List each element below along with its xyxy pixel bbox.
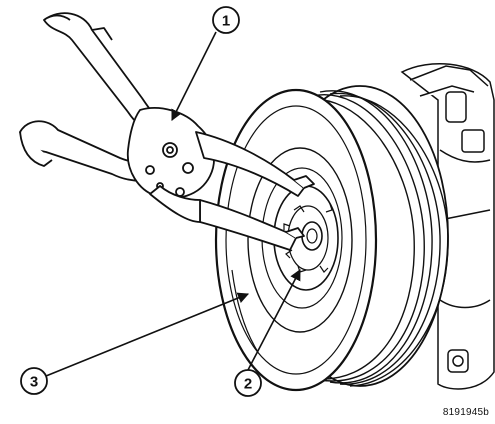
callout-2: 2 bbox=[234, 369, 262, 397]
clutch-removal-tool bbox=[19, 12, 315, 251]
leader-line-2 bbox=[247, 269, 301, 371]
hub-splines bbox=[283, 203, 333, 273]
pulley-grooves bbox=[301, 90, 449, 387]
callout-1: 1 bbox=[212, 6, 240, 34]
callout-number: 1 bbox=[222, 13, 230, 30]
leader-line-1 bbox=[171, 31, 217, 122]
callout-3: 3 bbox=[20, 367, 48, 395]
leader-line-3 bbox=[45, 292, 250, 377]
leader-lines bbox=[45, 31, 301, 377]
callout-number: 2 bbox=[244, 376, 252, 393]
callout-number: 3 bbox=[30, 374, 38, 391]
figure-id: 8191945b bbox=[442, 407, 489, 418]
